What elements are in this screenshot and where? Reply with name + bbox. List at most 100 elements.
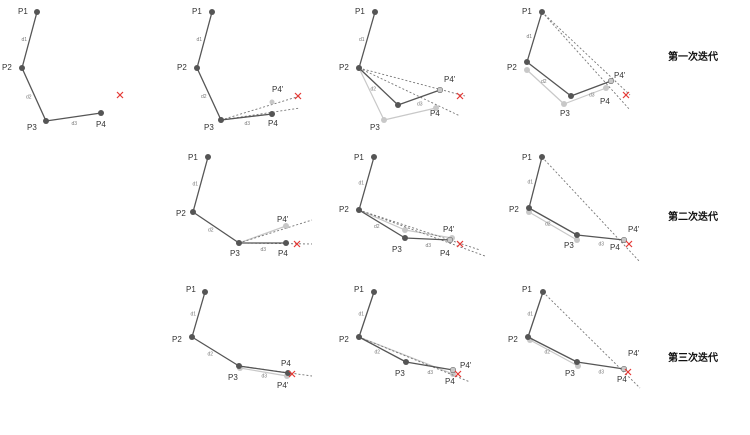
- label-d1: d1: [528, 312, 534, 318]
- joint-p4-prime: [621, 366, 627, 372]
- ghost-joint: [561, 101, 567, 107]
- ghost-joint: [524, 67, 530, 73]
- label-p3: P3: [560, 109, 570, 118]
- ghost-joint: [603, 85, 609, 91]
- label-p4-prime: P4': [460, 361, 472, 370]
- ghost-bone: [529, 339, 579, 367]
- joint-p2: [189, 334, 195, 340]
- bone-d3: [570, 80, 612, 97]
- label-d1: d1: [359, 37, 365, 43]
- row-title-iteration-1: 第一次迭代: [668, 52, 718, 63]
- label-p4: P4: [268, 119, 278, 128]
- ghost-bone: [526, 69, 565, 105]
- joint-p3: [236, 240, 242, 246]
- label-p2: P2: [176, 209, 186, 218]
- bone-d2: [528, 207, 578, 236]
- bone-d1: [358, 11, 376, 69]
- guide-ray: [541, 11, 631, 96]
- target-x-stroke: [456, 240, 464, 248]
- joint-p1: [540, 289, 546, 295]
- label-d2: d2: [208, 352, 214, 358]
- label-p3: P3: [395, 369, 405, 378]
- joint-p3: [218, 117, 224, 123]
- ghost-bone: [528, 211, 578, 241]
- label-p1: P1: [522, 285, 532, 294]
- label-p4: P4: [600, 97, 610, 106]
- label-p1: P1: [355, 7, 365, 16]
- target-x-stroke: [293, 240, 301, 248]
- bone-d3: [405, 361, 454, 371]
- bone-d1: [196, 11, 213, 69]
- joint-p1: [372, 9, 378, 15]
- joint-p2: [356, 65, 362, 71]
- target-x-stroke: [625, 240, 633, 248]
- label-d1: d1: [359, 312, 365, 318]
- label-p4: P4: [281, 359, 291, 368]
- ghost-bone: [383, 107, 437, 121]
- ghost-bone: [563, 87, 607, 105]
- joint-p1: [539, 9, 545, 15]
- label-d3: d3: [262, 374, 268, 380]
- guide-ray: [541, 156, 641, 263]
- label-d3: d3: [245, 121, 251, 127]
- target-x-stroke: [116, 91, 124, 99]
- label-p4: P4: [96, 120, 106, 129]
- label-p1: P1: [522, 7, 532, 16]
- guide-ray: [542, 291, 641, 389]
- bone-d2: [358, 336, 407, 363]
- bone-d2: [196, 67, 222, 121]
- label-p1: P1: [522, 153, 532, 162]
- joint-p1: [539, 154, 545, 160]
- joint-p1: [371, 154, 377, 160]
- label-d1: d1: [527, 34, 533, 40]
- bone-d1: [358, 156, 375, 211]
- label-p4-prime: P4': [444, 75, 456, 84]
- label-p1: P1: [18, 7, 28, 16]
- label-p1: P1: [188, 153, 198, 162]
- target-x-stroke: [456, 92, 464, 100]
- label-p4-prime: P4': [277, 215, 289, 224]
- label-d1: d1: [359, 181, 365, 187]
- label-d1: d1: [191, 312, 197, 318]
- label-p2: P2: [339, 335, 349, 344]
- joint-p3: [568, 93, 574, 99]
- joint-p1: [209, 9, 215, 15]
- label-p2: P2: [507, 63, 517, 72]
- target-x-stroke: [288, 370, 296, 378]
- label-p4: P4: [440, 249, 450, 258]
- label-p4: P4: [445, 377, 455, 386]
- ghost-bone: [358, 67, 385, 121]
- joint-p1: [205, 154, 211, 160]
- bone-d1: [191, 291, 206, 338]
- label-p4-prime: P4': [614, 71, 626, 80]
- bone-d2: [191, 336, 240, 367]
- label-p4: P4: [278, 249, 288, 258]
- target-x-stroke: [294, 92, 302, 100]
- label-p2: P2: [2, 63, 12, 72]
- label-d3: d3: [589, 93, 595, 99]
- joint-p4-prime: [437, 87, 443, 93]
- bone-d3: [576, 234, 625, 241]
- guide-ray: [220, 95, 301, 121]
- label-p4-prime: P4': [277, 381, 289, 390]
- joint-p4-prime: [283, 223, 289, 229]
- joint-p2: [19, 65, 25, 71]
- joint-p4-prime: [621, 237, 627, 243]
- label-p2: P2: [339, 63, 349, 72]
- label-p3: P3: [565, 369, 575, 378]
- label-p3: P3: [230, 249, 240, 258]
- guide-ray: [358, 209, 481, 251]
- joint-p3: [574, 359, 580, 365]
- label-p1: P1: [354, 285, 364, 294]
- label-d2: d2: [545, 222, 551, 228]
- ghost-joint: [381, 117, 387, 123]
